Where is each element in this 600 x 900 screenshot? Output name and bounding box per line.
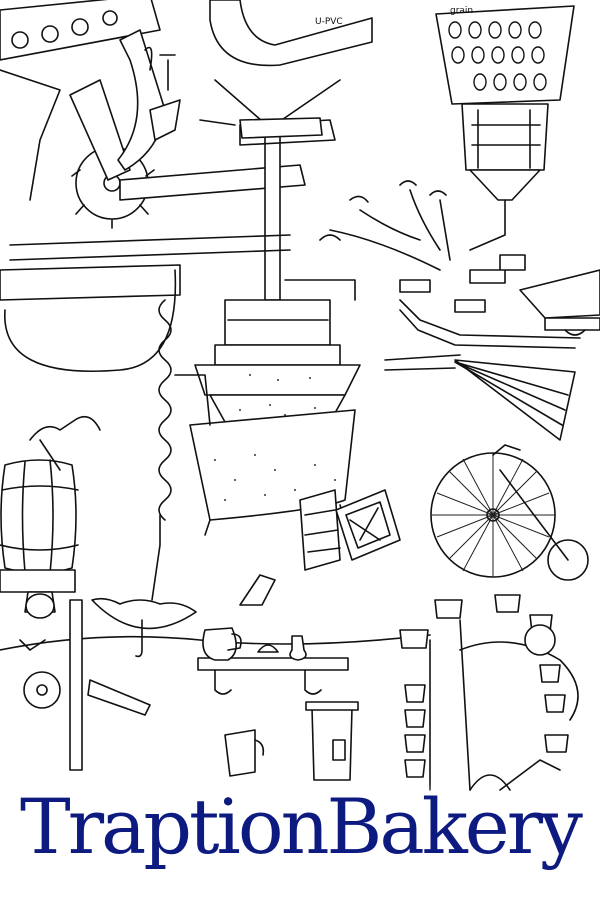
umbrella-closed xyxy=(455,360,575,440)
pipe-label: U-PVC xyxy=(315,17,343,27)
bin xyxy=(225,702,358,780)
pipe-right xyxy=(385,300,580,370)
barrel xyxy=(0,417,100,573)
umbrella xyxy=(92,598,196,656)
rope xyxy=(0,635,430,650)
grain-hopper: grain xyxy=(436,6,574,250)
lamp-shelf xyxy=(0,570,75,618)
rails xyxy=(0,235,290,371)
tree-branch xyxy=(320,181,450,270)
coil-spring xyxy=(152,300,171,600)
girder xyxy=(0,0,160,200)
bucket-chain xyxy=(400,595,578,790)
pulley-assembly xyxy=(20,600,150,770)
pincer-saw xyxy=(70,30,305,228)
kitchen-shelf xyxy=(198,575,348,694)
lever-arm xyxy=(470,760,560,790)
pvc-pipe: U-PVC xyxy=(210,0,372,65)
brick-wall xyxy=(300,255,525,570)
penny-farthing xyxy=(431,445,588,580)
shelf-right xyxy=(520,270,600,335)
hopper-label: grain xyxy=(450,6,473,16)
tilted-frame xyxy=(336,490,400,560)
crank-column xyxy=(200,80,355,300)
page-title: TraptionBakery xyxy=(20,782,583,871)
